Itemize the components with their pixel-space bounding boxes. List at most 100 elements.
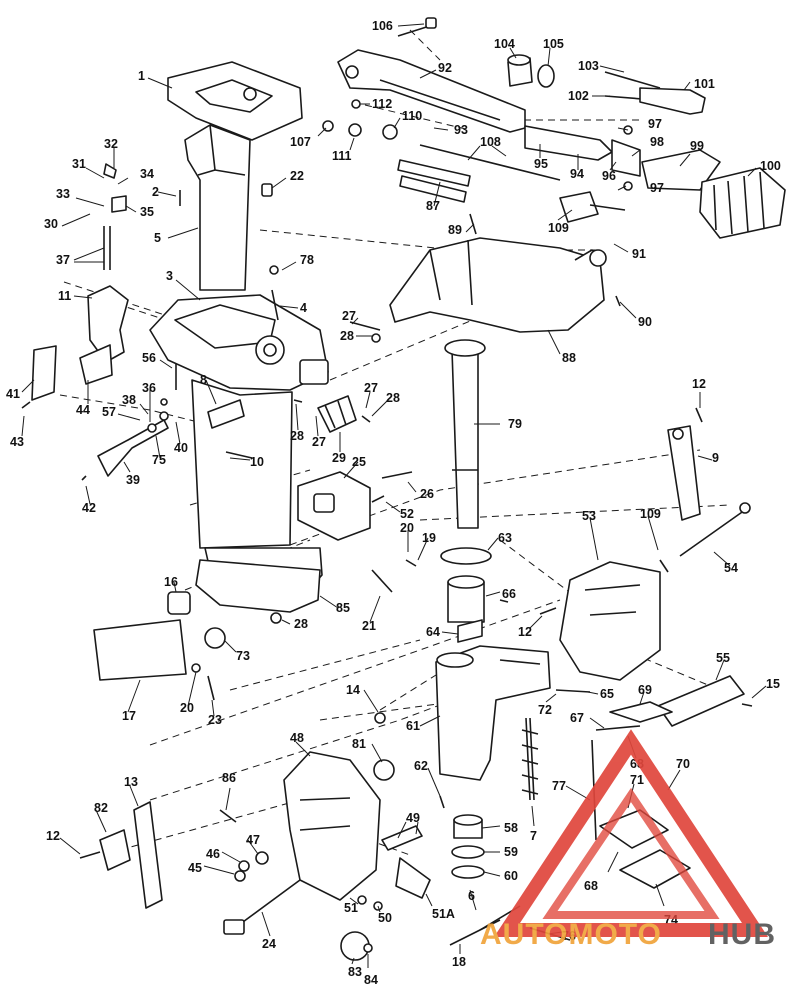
watermark-triangle-outer [493,729,769,937]
throttle-shaft-part [524,125,613,161]
callout-label-c84: 84 [364,973,378,987]
callout-label-c77: 77 [552,779,566,793]
callout-label-c15: 15 [766,677,780,691]
callout-label-c88: 88 [562,351,576,365]
callout-label-c36: 36 [142,381,156,395]
callout-label-c6: 6 [468,889,475,903]
callout-label-c90: 90 [638,315,652,329]
callout-label-c67: 67 [570,711,584,725]
callout-label-c10: 10 [250,455,264,469]
callout-label-c8: 8 [200,373,207,387]
callout-label-c18: 18 [452,955,466,969]
grip-sleeve-part [699,167,786,239]
callout-label-c3: 3 [166,269,173,283]
callout-label-c51: 51 [344,901,358,915]
callout-label-c81: 81 [352,737,366,751]
callout-label-c98: 98 [650,135,664,149]
tilt-rod-part [679,509,746,557]
callout-label-c20b: 20 [180,701,194,715]
callout-label-c28c: 28 [290,429,304,443]
callout-label-c97b: 97 [650,181,664,195]
callout-label-c44: 44 [76,403,90,417]
callout-label-c75: 75 [152,453,166,467]
throttle-grip-part [641,149,721,191]
callout-label-c108: 108 [480,135,501,149]
callout-label-c109b: 109 [640,507,661,521]
callout-label-c72: 72 [538,703,552,717]
callout-label-c66: 66 [502,587,516,601]
callout-label-c85: 85 [336,601,350,615]
callout-label-c110: 110 [402,109,422,123]
spring-part [525,717,535,801]
callout-label-c79: 79 [508,417,522,431]
callout-label-c60: 60 [504,869,518,883]
lever-part [87,285,129,363]
callout-label-c70: 70 [676,757,690,771]
callout-label-c24: 24 [262,937,276,951]
callout-label-c32: 32 [104,137,118,151]
callout-label-c71: 71 [630,773,644,787]
callout-label-c92: 92 [438,61,452,75]
clamp-bracket-part [283,751,381,901]
thrust-washer-part [440,547,492,565]
callout-label-c104: 104 [494,37,515,51]
callout-label-c48: 48 [290,731,304,745]
side-cover-part [93,619,187,681]
callout-label-c34: 34 [140,167,154,181]
callout-label-c68b: 68 [584,879,598,893]
callout-label-c1: 1 [138,69,145,83]
callout-label-c27c: 27 [312,435,326,449]
friction-plate-part [657,675,745,727]
watermark-brand-hub: HUB [708,918,776,951]
callout-label-c58: 58 [504,821,518,835]
callout-label-c28d: 28 [294,617,308,631]
callout-label-c40: 40 [174,441,188,455]
handle-grip-part [397,159,471,187]
callout-label-c25: 25 [352,455,366,469]
callout-label-c100: 100 [760,159,781,173]
callout-label-c5: 5 [154,231,161,245]
throttle-cam-part [639,87,706,115]
callout-label-c59: 59 [504,845,518,859]
lock-lever-part [97,419,169,477]
callout-label-c22: 22 [290,169,304,183]
watermark-brand-automoto: AUTOMOTO [480,918,662,951]
callout-label-c49: 49 [406,811,420,825]
stern-bracket-part [559,561,661,681]
callout-label-c61: 61 [406,719,420,733]
callout-label-c111: 111 [332,149,352,163]
callout-label-c45: 45 [188,861,202,875]
callout-label-c109a: 109 [548,221,569,235]
callout-label-c112: 112 [372,97,392,111]
callout-label-c56: 56 [142,351,156,365]
callout-label-c16: 16 [164,575,178,589]
callout-label-c54: 54 [724,561,738,575]
callout-label-c93: 93 [454,123,468,137]
callout-label-c87: 87 [426,199,440,213]
callout-label-c53: 53 [582,509,596,523]
callout-label-c51A: 51A [432,907,455,921]
callout-label-c65: 65 [600,687,614,701]
callout-label-c106: 106 [372,19,393,33]
callout-label-c103: 103 [578,59,599,73]
callout-label-c13: 13 [124,775,138,789]
callout-label-c14: 14 [346,683,360,697]
callout-label-c105: 105 [543,37,564,51]
callout-label-c52: 52 [400,507,414,521]
callout-label-c99: 99 [690,139,704,153]
callout-label-c47: 47 [246,833,260,847]
callout-label-c33: 33 [56,187,70,201]
callout-label-c38: 38 [122,393,136,407]
callout-label-c12c: 12 [46,829,60,843]
callout-label-c101: 101 [694,77,715,91]
bearing-part [317,395,357,433]
callout-label-c19: 19 [422,531,436,545]
callout-label-c57: 57 [102,405,116,419]
callout-label-c55: 55 [716,651,730,665]
callout-label-c64: 64 [426,625,440,639]
callout-label-c31: 31 [72,157,86,171]
swivel-bracket-part [389,237,605,333]
callout-label-c89: 89 [448,223,462,237]
watermark: AUTOMOTO HUB [480,729,776,951]
